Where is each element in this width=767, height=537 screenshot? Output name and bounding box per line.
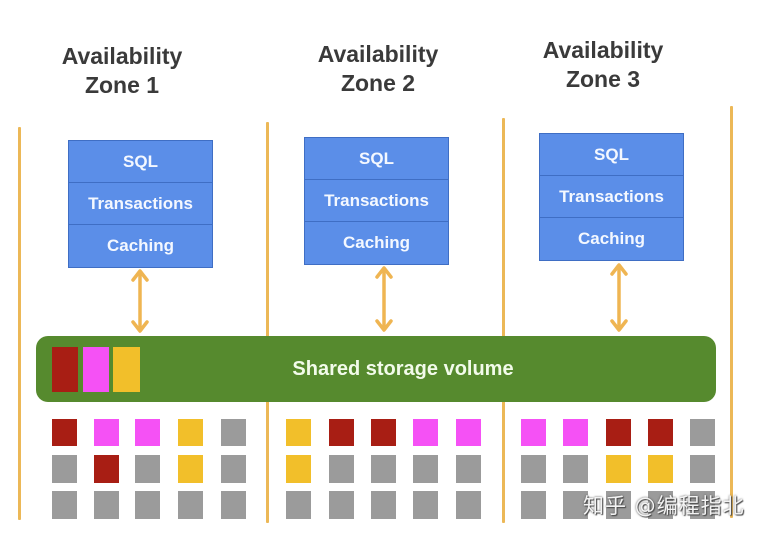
storage-segment-zone3-r3-c2-gray [563,491,588,519]
storage-segment-zone2-r1-c3-red [371,419,396,446]
sql-layer: SQL [540,134,683,176]
zone-3-title-line1: Availability [542,37,664,63]
storage-segment-zone2-r2-c2-gray [329,455,354,483]
storage-segment-zone1-r2-c2-red [94,455,119,483]
storage-segment-zone3-r2-c4-yellow [648,455,673,483]
shared-storage-volume: Shared storage volume [36,336,716,402]
zone-1-title-line1: Availability [61,43,183,69]
zone-2-double-arrow-icon [375,266,393,332]
sql-layer: SQL [69,141,212,183]
storage-segment-zone3-r1-c3-red [606,419,631,446]
transactions-layer: Transactions [69,183,212,225]
storage-segment-zone2-r1-c4-magenta [413,419,438,446]
storage-segment-zone1-r3-c2-gray [94,491,119,519]
storage-segment-zone3-r3-c4-gray [648,491,673,519]
storage-legend-block-red [52,347,78,392]
storage-label: Shared storage volume [292,358,514,380]
storage-segment-zone2-r1-c2-red [329,419,354,446]
storage-legend-block-magenta [83,347,109,392]
zone-2-title-line2: Zone 2 [340,70,416,96]
storage-segment-zone3-r1-c1-magenta [521,419,546,446]
zone-2-title-line1: Availability [317,41,439,67]
storage-segment-zone1-r2-c1-gray [52,455,77,483]
zone-2-title: Availability Zone 2 [278,40,478,98]
transactions-layer: Transactions [540,176,683,218]
zone-3-double-arrow-icon [610,263,628,332]
caching-layer: Caching [342,233,411,252]
zone-3-compute-stack: SQL Transactions Caching [539,133,684,261]
storage-legend-block-yellow [113,347,140,392]
transactions-layer: Transactions [305,180,448,222]
zone-1-title: Availability Zone 1 [22,42,222,100]
zone-divider-right [730,106,733,518]
watermark: 知乎 @编程指北 [583,494,745,518]
storage-segment-zone1-r3-c3-gray [135,491,160,519]
zone-divider-left [18,127,21,520]
storage-segment-zone3-r2-c3-yellow [606,455,631,483]
zone-1-title-line2: Zone 1 [84,72,160,98]
storage-segment-zone3-r2-c1-gray [521,455,546,483]
zone-2-compute-stack: SQL Transactions Caching [304,137,449,265]
zone-1-double-arrow-icon [131,269,149,333]
storage-segment-zone1-r2-c3-gray [135,455,160,483]
storage-segment-zone2-r3-c3-gray [371,491,396,519]
storage-segment-zone1-r2-c4-yellow [178,455,203,483]
zone-divider-1-2 [266,122,269,523]
storage-segment-zone1-r1-c1-red [52,419,77,446]
storage-segment-zone3-r3-c1-gray [521,491,546,519]
storage-segment-zone2-r1-c1-yellow [286,419,311,446]
storage-segment-zone2-r2-c3-gray [371,455,396,483]
storage-segment-zone2-r2-c1-yellow [286,455,311,483]
storage-segment-zone1-r1-c3-magenta [135,419,160,446]
storage-segment-zone1-r3-c4-gray [178,491,203,519]
storage-segment-zone1-r2-c5-gray [221,455,246,483]
sql-layer: SQL [305,138,448,180]
storage-segment-zone2-r3-c4-gray [413,491,438,519]
storage-segment-zone1-r1-c2-magenta [94,419,119,446]
storage-segment-zone2-r3-c1-gray [286,491,311,519]
zone-3-title: Availability Zone 3 [503,36,703,94]
storage-segment-zone3-r1-c2-magenta [563,419,588,446]
storage-segment-zone1-r3-c5-gray [221,491,246,519]
zone-1-compute-stack: SQL Transactions Caching [68,140,213,268]
storage-segment-zone2-r2-c5-gray [456,455,481,483]
storage-segment-zone3-r1-c4-red [648,419,673,446]
storage-segment-zone1-r3-c1-gray [52,491,77,519]
storage-segment-zone2-r2-c4-gray [413,455,438,483]
zone-3-title-line2: Zone 3 [565,66,641,92]
storage-segment-zone2-r3-c5-gray [456,491,481,519]
zone-divider-2-3 [502,118,505,523]
storage-segment-zone2-r3-c2-gray [329,491,354,519]
storage-segment-zone3-r2-c5-gray [690,455,715,483]
storage-segment-zone2-r1-c5-magenta [456,419,481,446]
storage-segment-zone3-r3-c5-gray [690,491,715,519]
storage-segment-zone1-r1-c5-gray [221,419,246,446]
caching-layer: Caching [577,229,646,248]
storage-segment-zone3-r2-c2-gray [563,455,588,483]
storage-segment-zone3-r1-c5-gray [690,419,715,446]
storage-segment-zone1-r1-c4-yellow [178,419,203,446]
storage-segment-zone3-r3-c3-gray [606,491,631,519]
caching-layer: Caching [106,236,175,255]
